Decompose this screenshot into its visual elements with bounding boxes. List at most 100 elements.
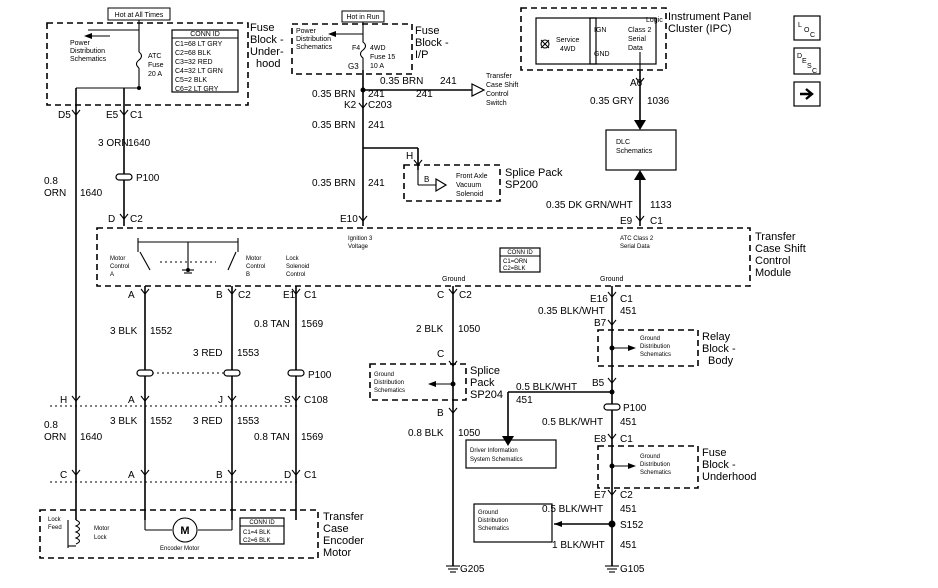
fuse-block-ip-title: Fuse	[415, 25, 439, 37]
driver-info-box	[465, 439, 557, 469]
svg-text:Solenoid: Solenoid	[286, 264, 309, 270]
svg-text:C1: C1	[304, 470, 317, 481]
svg-text:Module: Module	[755, 267, 791, 279]
svg-text:S: S	[284, 395, 291, 406]
svg-text:C4=32 LT GRN: C4=32 LT GRN	[175, 68, 223, 75]
svg-text:E16: E16	[590, 294, 608, 305]
svg-text:C1=68 LT GRY: C1=68 LT GRY	[175, 41, 223, 48]
svg-text:4WD: 4WD	[560, 46, 576, 53]
svg-text:A: A	[128, 395, 135, 406]
svg-text:Schematics: Schematics	[640, 352, 671, 358]
splice-pack-sp200	[403, 164, 501, 202]
svg-text:Power: Power	[296, 28, 317, 35]
svg-text:Vacuum: Vacuum	[456, 182, 481, 189]
fuse-icon	[135, 51, 143, 69]
svg-text:Block -: Block -	[250, 34, 284, 46]
svg-text:IGN: IGN	[594, 27, 606, 34]
svg-text:Case Shift: Case Shift	[486, 82, 518, 89]
svg-text:P100: P100	[136, 173, 160, 184]
svg-text:0.35 DK GRN/WHT: 0.35 DK GRN/WHT	[546, 200, 633, 211]
svg-text:C1: C1	[130, 110, 143, 121]
fuse-block-ip: Hot in Run Power Distribution Schematics…	[291, 10, 449, 75]
svg-text:SP200: SP200	[505, 179, 538, 191]
svg-text:A6: A6	[630, 78, 643, 89]
svg-text:451: 451	[620, 504, 637, 515]
next-page-button[interactable]	[793, 81, 821, 107]
hot-at-all-times-label: Hot at All Times	[115, 12, 164, 19]
svg-text:0.8 BLK: 0.8 BLK	[408, 428, 444, 439]
svg-text:Motor: Motor	[323, 547, 351, 559]
svg-text:Distribution: Distribution	[374, 380, 404, 386]
svg-text:Ground: Ground	[600, 276, 623, 283]
svg-text:2 BLK: 2 BLK	[416, 324, 444, 335]
svg-text:H: H	[406, 151, 413, 162]
svg-text:1553: 1553	[237, 348, 260, 359]
desc-button[interactable]: D E S C	[793, 47, 821, 75]
svg-text:1640: 1640	[80, 432, 103, 443]
svg-text:1036: 1036	[647, 96, 670, 107]
svg-text:P100: P100	[308, 370, 332, 381]
svg-text:S: S	[807, 63, 812, 70]
svg-text:1553: 1553	[237, 416, 260, 427]
svg-text:Ground: Ground	[478, 510, 498, 516]
svg-text:M: M	[180, 525, 189, 537]
svg-text:Block -: Block -	[415, 37, 449, 49]
svg-text:1569: 1569	[301, 432, 324, 443]
svg-text:S152: S152	[620, 520, 644, 531]
tccm-title: Transfer	[755, 231, 796, 243]
svg-text:Distribution: Distribution	[478, 518, 508, 524]
ground-g105-icon	[605, 565, 619, 573]
svg-text:C2: C2	[130, 214, 143, 225]
svg-text:Schematics: Schematics	[616, 148, 653, 155]
svg-text:E9: E9	[620, 216, 633, 227]
splice-pack-sp204-title: Splice	[470, 365, 500, 377]
instrument-panel-cluster: Logic IGN GND Class 2 Serial Data Servic…	[520, 7, 751, 71]
svg-text:Schematics: Schematics	[374, 388, 405, 394]
splice-pack-sp204	[369, 363, 467, 401]
svg-text:D: D	[108, 214, 115, 225]
svg-text:C2: C2	[459, 290, 472, 301]
svg-text:3 BLK: 3 BLK	[110, 416, 138, 427]
svg-text:0.8 TAN: 0.8 TAN	[254, 319, 290, 330]
svg-text:Switch: Switch	[486, 100, 507, 107]
svg-text:Distribution: Distribution	[640, 462, 670, 468]
svg-text:C6=2 LT GRY: C6=2 LT GRY	[175, 86, 219, 93]
relay-block-title: Relay	[702, 331, 731, 343]
svg-text:C: C	[437, 349, 444, 360]
svg-text:C2=6 BLK: C2=6 BLK	[243, 538, 271, 544]
svg-text:C5=2 BLK: C5=2 BLK	[175, 77, 207, 84]
fuse-block-underhood-2	[597, 445, 699, 489]
splice-pack-sp200-title: Splice Pack	[505, 167, 563, 179]
arrow-right-icon	[471, 83, 486, 97]
svg-text:0.8 TAN: 0.8 TAN	[254, 432, 290, 443]
svg-text:241: 241	[440, 76, 457, 87]
svg-text:E10: E10	[340, 214, 358, 225]
svg-text:B: B	[216, 470, 223, 481]
svg-text:C1: C1	[304, 290, 317, 301]
svg-text:Schematics: Schematics	[296, 44, 333, 51]
svg-text:B7: B7	[594, 318, 607, 329]
svg-text:10 A: 10 A	[370, 63, 384, 70]
svg-text:A: A	[128, 290, 135, 301]
svg-text:Serial Data: Serial Data	[620, 244, 650, 250]
svg-text:E7: E7	[594, 490, 607, 501]
svg-text:0.35 BRN: 0.35 BRN	[312, 120, 355, 131]
svg-text:H: H	[60, 395, 67, 406]
coil-icon	[74, 519, 81, 545]
svg-text:A: A	[110, 272, 114, 278]
svg-text:3 ORN: 3 ORN	[98, 138, 129, 149]
svg-text:Data: Data	[628, 45, 643, 52]
svg-text:Encoder: Encoder	[323, 535, 364, 547]
loc-button[interactable]: L O C	[793, 15, 821, 41]
splice-s152	[608, 520, 616, 528]
svg-text:Lock: Lock	[48, 517, 62, 523]
svg-text:B: B	[437, 408, 444, 419]
svg-text:0.5 BLK/WHT: 0.5 BLK/WHT	[516, 382, 577, 393]
svg-text:241: 241	[368, 89, 385, 100]
svg-text:E8: E8	[594, 434, 607, 445]
svg-text:B: B	[424, 175, 429, 184]
svg-text:A: A	[128, 470, 135, 481]
svg-text:CONN ID: CONN ID	[507, 250, 533, 256]
transfer-case-encoder-motor: Lock Feed Motor Lock M Encoder Motor CON…	[39, 509, 319, 559]
svg-text:SP204: SP204	[470, 389, 503, 401]
